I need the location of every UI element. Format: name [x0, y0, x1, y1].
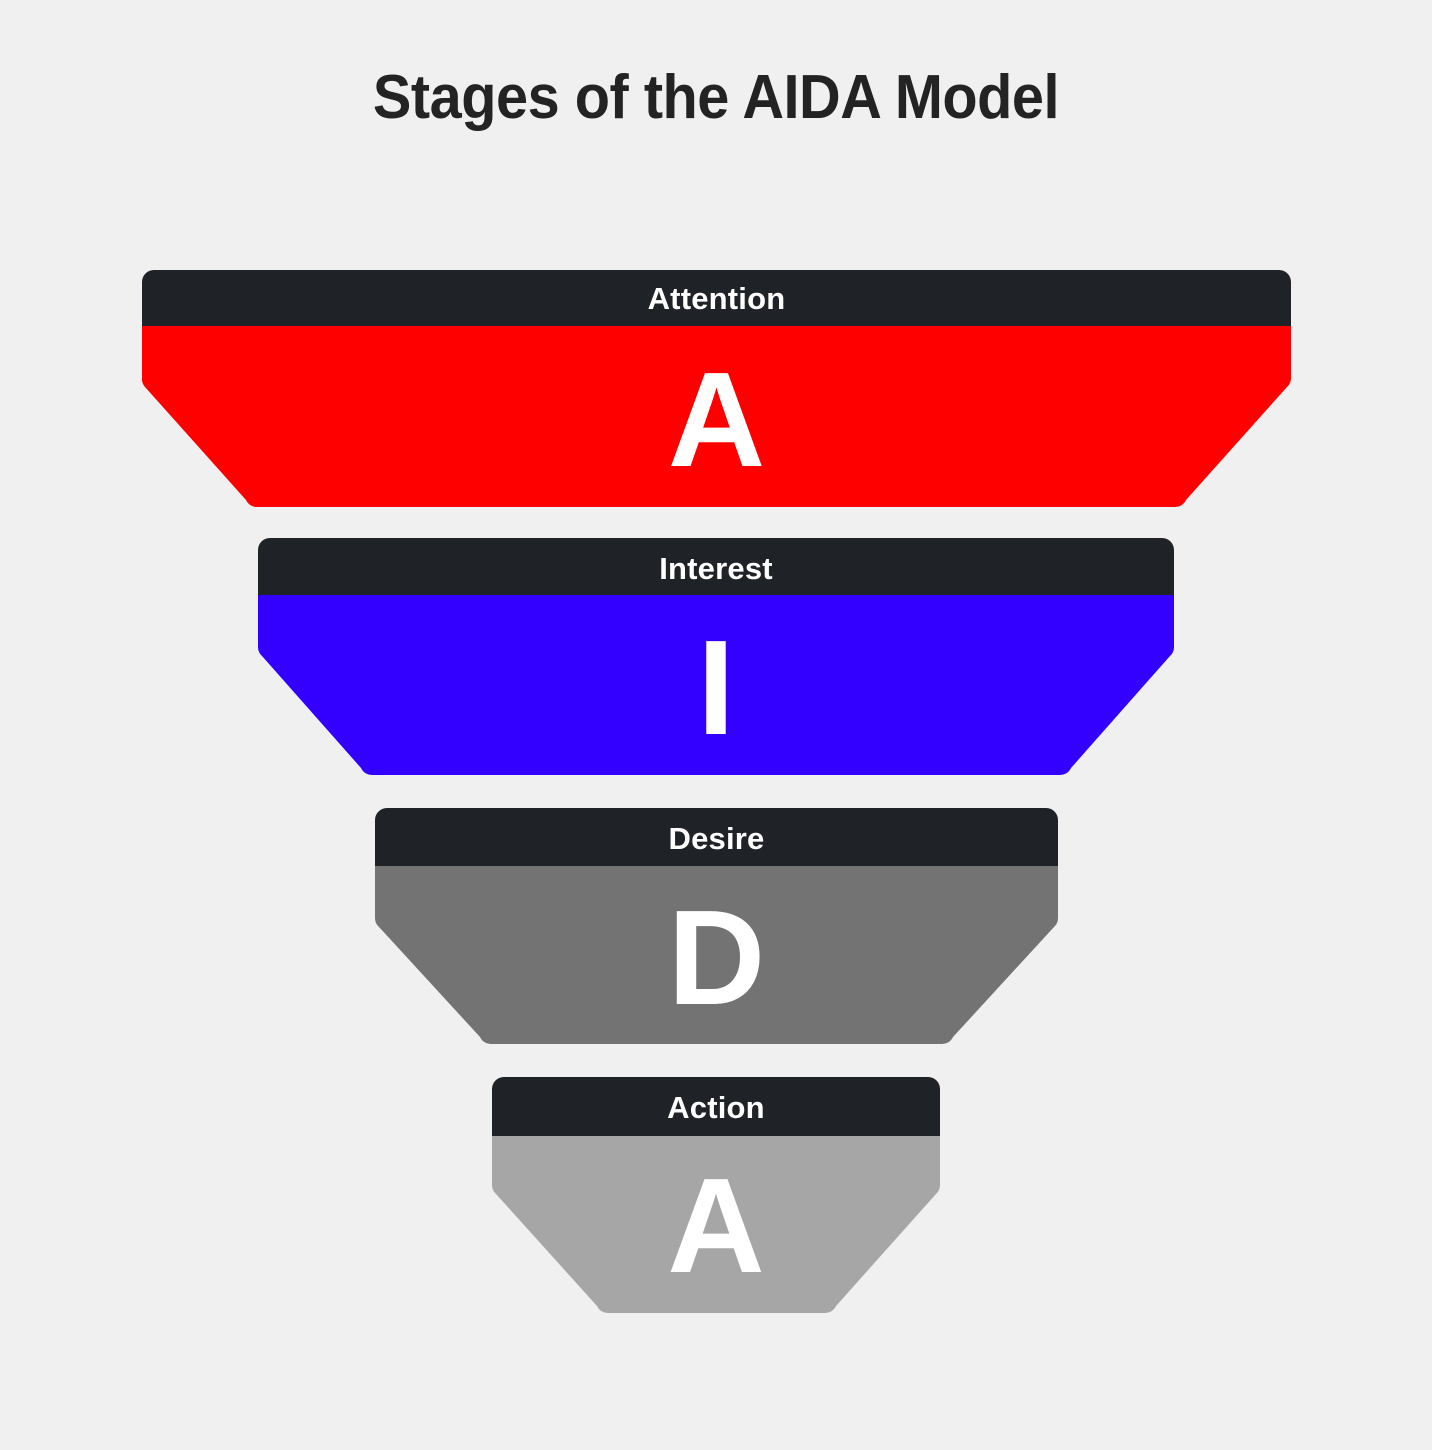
page-title: Stages of the AIDA Model: [372, 63, 1060, 132]
stage-desire-header-shape: [375, 808, 1058, 866]
funnel-stage-action[interactable]: [491, 1077, 941, 1314]
stage-attention-header-shape: [142, 270, 1291, 326]
stage-action-header-shape: [492, 1077, 940, 1136]
stage-attention-body-shape: [141, 326, 1292, 508]
stage-interest-body-shape: [257, 595, 1175, 776]
funnel-stage-attention[interactable]: [141, 270, 1292, 508]
funnel-stage-desire[interactable]: [374, 808, 1059, 1045]
stage-action-body-shape: [491, 1136, 941, 1314]
funnel-stage-interest[interactable]: [257, 538, 1175, 776]
stage-desire-body-shape: [374, 866, 1059, 1045]
stage-interest-header-shape: [258, 538, 1174, 595]
